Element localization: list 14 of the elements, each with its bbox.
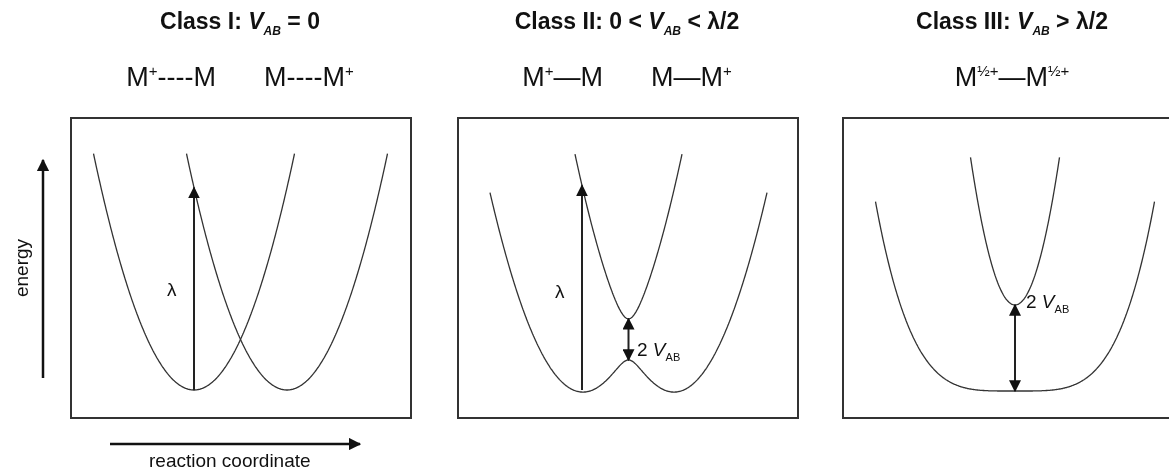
axis-label: reaction coordinate [149,450,311,472]
energy-label: λ [167,279,177,301]
energy-label: 2 V$_{AB}$ [1026,291,1070,315]
formula-label: M$^{+}$—M [522,62,603,93]
formula-label: M$^{½+}$—M$^{½+}$ [954,62,1070,93]
class-title: Class I: V$_{AB}$ = 0 [159,8,321,38]
class-title: Class II: 0 < V$_{AB}$ < λ/2 [513,8,741,38]
energy-label: 2 V$_{AB}$ [637,339,681,363]
energy-label: λ [555,281,565,303]
axis-label: energy [11,238,34,298]
formula-label: M—M$^{+}$ [651,62,732,93]
formula-label: M$^{+}$----M [126,62,216,93]
class-title: Class III: V$_{AB}$ > λ/2 [915,8,1109,38]
formula-label: M----M$^{+}$ [264,62,354,93]
